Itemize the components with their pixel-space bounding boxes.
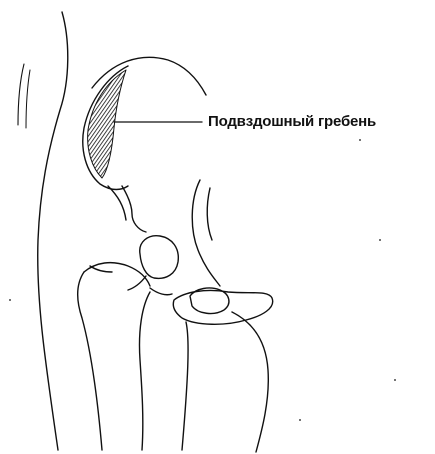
femur-shaft-left — [78, 272, 102, 450]
pelvic-ring — [192, 180, 220, 286]
tibia-right — [232, 312, 268, 452]
ilium-neck-inner — [108, 186, 126, 220]
body-outline — [38, 12, 68, 450]
skin-mark-2 — [26, 70, 30, 128]
skin-mark — [18, 64, 24, 125]
tibia-left — [182, 322, 188, 450]
pelvic-ring-inner — [207, 188, 212, 240]
lesser-trochanter — [150, 288, 172, 295]
ilium-neck — [122, 186, 146, 232]
femoral-head — [140, 236, 179, 279]
iliac-crest-label: Подвздошный гребень — [208, 113, 376, 130]
patella-outline-outer — [173, 290, 272, 324]
femur-shaft-right — [139, 292, 150, 450]
femoral-neck — [128, 276, 146, 290]
